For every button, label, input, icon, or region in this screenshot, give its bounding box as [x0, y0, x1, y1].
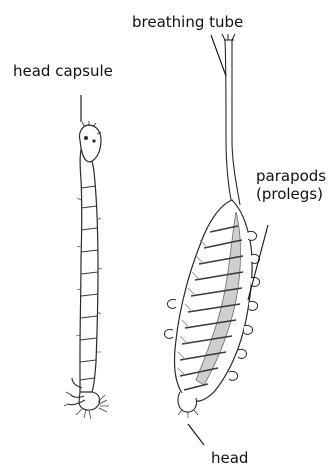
label-head-capsule: head capsule	[13, 62, 113, 80]
leader-head	[188, 424, 204, 445]
breathing-tube-structure	[222, 34, 240, 205]
label-parapods-line2: (prolegs)	[256, 185, 326, 203]
label-parapods: parapods (prolegs)	[256, 167, 326, 203]
left-larva	[76, 142, 102, 392]
left-larva-tail-bristles	[64, 392, 109, 419]
label-head: head	[211, 449, 248, 467]
left-larva-body	[80, 142, 98, 392]
right-larva	[174, 200, 252, 401]
label-parapods-line1: parapods	[256, 167, 326, 185]
right-larva-body	[174, 200, 252, 401]
label-breathing-tube: breathing tube	[132, 13, 243, 31]
head-capsule	[79, 121, 101, 162]
leader-breathing-tube	[211, 35, 226, 76]
